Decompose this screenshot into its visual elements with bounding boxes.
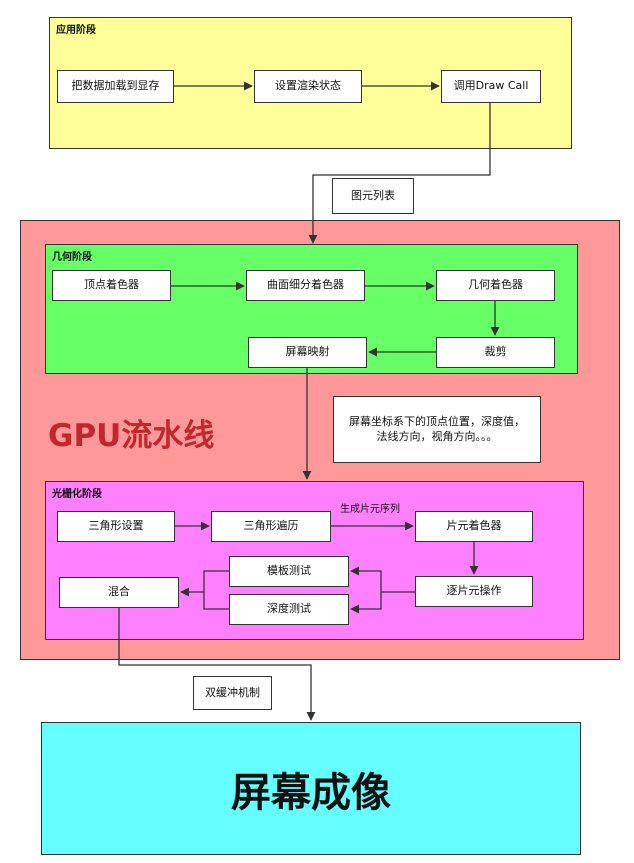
screen-mapping-note: 屏幕坐标系下的顶点位置，深度值，法线方向，视角方向。。。 — [333, 396, 541, 463]
per-fragment-ops-box: 逐片元操作 — [415, 576, 533, 607]
app-stage-title: 应用阶段 — [56, 25, 96, 36]
depth-test-box: 深度测试 — [229, 594, 349, 625]
gpu-pipeline-title: GPU流水线 — [48, 418, 215, 454]
triangle-setup-box: 三角形设置 — [57, 511, 175, 542]
arrow-drawcall-to-gpu — [308, 103, 491, 244]
primitive-list-label: 图元列表 — [332, 178, 414, 214]
arrow-ops-to-depth — [350, 592, 382, 614]
stencil-test-box: 模板测试 — [229, 556, 349, 587]
clipping-box: 裁剪 — [436, 337, 555, 368]
double-buffer-label: 双缓冲机制 — [193, 676, 272, 710]
arrow-blend-to-screen — [118, 608, 316, 721]
arrow-tests-to-blend — [203, 570, 229, 610]
fragment-sequence-label: 生成片元序列 — [340, 504, 400, 515]
screen-output-region: 屏幕成像 — [41, 722, 581, 855]
screen-output-title: 屏幕成像 — [231, 769, 391, 816]
geometry-shader-box: 几何着色器 — [436, 270, 555, 301]
vertex-shader-box: 顶点着色器 — [52, 270, 171, 301]
triangle-traversal-box: 三角形遍历 — [211, 511, 331, 542]
draw-call-box: 调用Draw Call — [441, 70, 541, 103]
arrow-ops-to-tests — [350, 566, 415, 593]
tessellation-shader-box: 曲面细分着色器 — [246, 270, 365, 301]
geometry-stage-title: 几何阶段 — [52, 252, 92, 263]
raster-stage-title: 光栅化阶段 — [52, 489, 102, 500]
screen-mapping-box: 屏幕映射 — [248, 337, 367, 368]
load-data-box: 把数据加载到显存 — [57, 70, 174, 103]
set-render-state-box: 设置渲染状态 — [254, 70, 362, 103]
fragment-shader-box: 片元着色器 — [415, 511, 533, 542]
blending-box: 混合 — [59, 577, 179, 608]
